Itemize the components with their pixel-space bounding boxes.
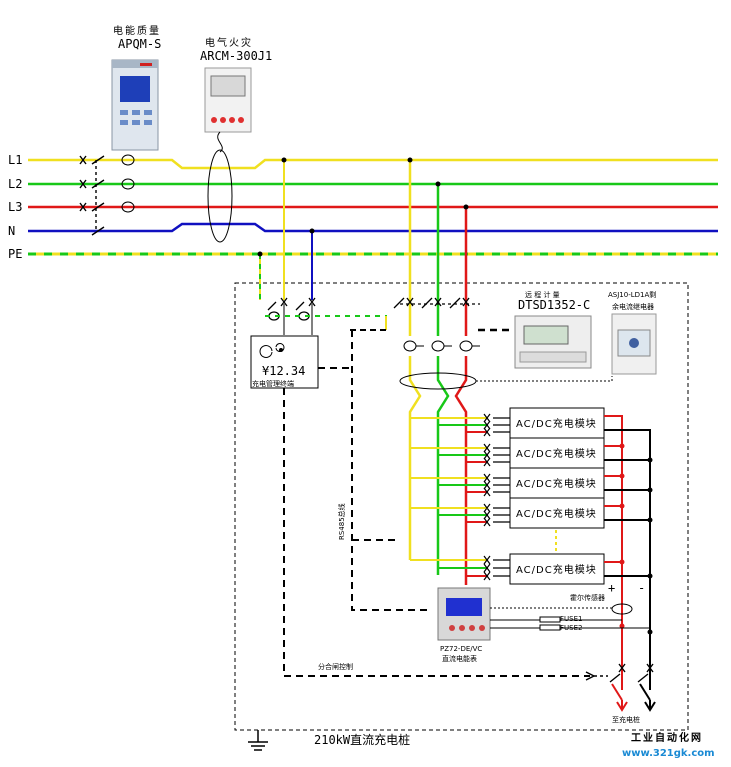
module-label: AC/DC充电模块 bbox=[516, 563, 597, 576]
dc-meter-label: 直流电能表 bbox=[442, 654, 477, 663]
main-breaker-icon bbox=[79, 155, 105, 236]
module-label: AC/DC充电模块 bbox=[516, 417, 597, 430]
module-label: AC/DC充电模块 bbox=[516, 507, 597, 520]
residual-ct-icon bbox=[399, 372, 613, 390]
rs485-label: RS485总线 bbox=[337, 503, 346, 540]
power-quality-title: 电能质量 bbox=[113, 24, 161, 37]
relay-subtitle: 余电流继电器 bbox=[612, 302, 654, 311]
output-breaker-icon bbox=[585, 663, 654, 683]
fire-alarm-title: 电气火灾 bbox=[205, 36, 253, 49]
dc-output-wires bbox=[604, 415, 651, 690]
line-label-n: N bbox=[8, 224, 15, 238]
dc-meter-model: PZ72-DE/VC bbox=[440, 645, 482, 653]
breaker-control-label: 分合闸控制 bbox=[318, 662, 353, 671]
dc-plus-label: + bbox=[608, 581, 615, 595]
dc-minus-label: - bbox=[638, 581, 645, 595]
power-quality-ct-icon bbox=[121, 154, 135, 213]
billing-display: ¥12.34 bbox=[262, 364, 305, 378]
meter-title: 远 程 计 量 bbox=[525, 290, 560, 299]
fuse1-label: FUSE1 bbox=[560, 615, 582, 623]
module-label: AC/DC充电模块 bbox=[516, 447, 597, 460]
fuse2-label: FUSE2 bbox=[560, 624, 582, 632]
phase-breaker-icon bbox=[393, 297, 510, 332]
to-pile-arrows bbox=[611, 683, 656, 712]
fire-alarm-ct-icon bbox=[207, 131, 233, 243]
line-label-l3: L3 bbox=[8, 200, 22, 214]
fire-alarm-model: ARCM-300J1 bbox=[200, 49, 272, 63]
relay-title: ASJ10-LD1A剩 bbox=[608, 290, 656, 299]
module-label: AC/DC充电模块 bbox=[516, 477, 597, 490]
module-breakers-icon bbox=[483, 413, 510, 581]
to-pile-label: 至充电桩 bbox=[612, 715, 640, 724]
dc-output-dots bbox=[619, 443, 653, 635]
watermark-name: 工业自动化网 bbox=[631, 731, 703, 744]
module-box-3 bbox=[509, 467, 605, 499]
phase-feed-wires bbox=[408, 160, 468, 585]
l1-busbar bbox=[28, 158, 718, 170]
n-busbar bbox=[28, 222, 718, 233]
module-box-5 bbox=[509, 553, 605, 585]
meter-model: DTSD1352-C bbox=[518, 298, 590, 312]
billing-label: 充电管理终端 bbox=[252, 379, 294, 388]
power-quality-device-icon bbox=[111, 59, 159, 151]
charging-pile-enclosure bbox=[234, 282, 689, 731]
dc-sensor-wiring bbox=[490, 603, 650, 631]
line-label-l2: L2 bbox=[8, 177, 22, 191]
dc-sensor-label: 霍尔传感器 bbox=[570, 593, 605, 602]
module-taps bbox=[410, 417, 488, 577]
module-box-4 bbox=[509, 497, 605, 529]
line-label-pe: PE bbox=[8, 247, 22, 261]
pe-to-modules bbox=[262, 315, 387, 330]
billing-terminal bbox=[250, 335, 319, 389]
residual-relay-icon bbox=[611, 313, 657, 375]
power-quality-model: APQM-S bbox=[118, 37, 161, 51]
system-title: 210kW直流充电桩 bbox=[314, 732, 410, 747]
ground-icon bbox=[248, 730, 268, 751]
line-label-l1: L1 bbox=[8, 153, 22, 167]
phase-feed-dots bbox=[257, 157, 469, 257]
fire-alarm-device-icon bbox=[204, 67, 252, 133]
dc-meter-icon bbox=[437, 587, 491, 641]
billing-feed-wires bbox=[259, 160, 313, 335]
rs485-bus bbox=[283, 330, 590, 677]
meter-ct-icon bbox=[403, 340, 480, 352]
watermark-url: www.321gk.com bbox=[622, 748, 715, 759]
energy-meter-icon bbox=[514, 315, 592, 369]
